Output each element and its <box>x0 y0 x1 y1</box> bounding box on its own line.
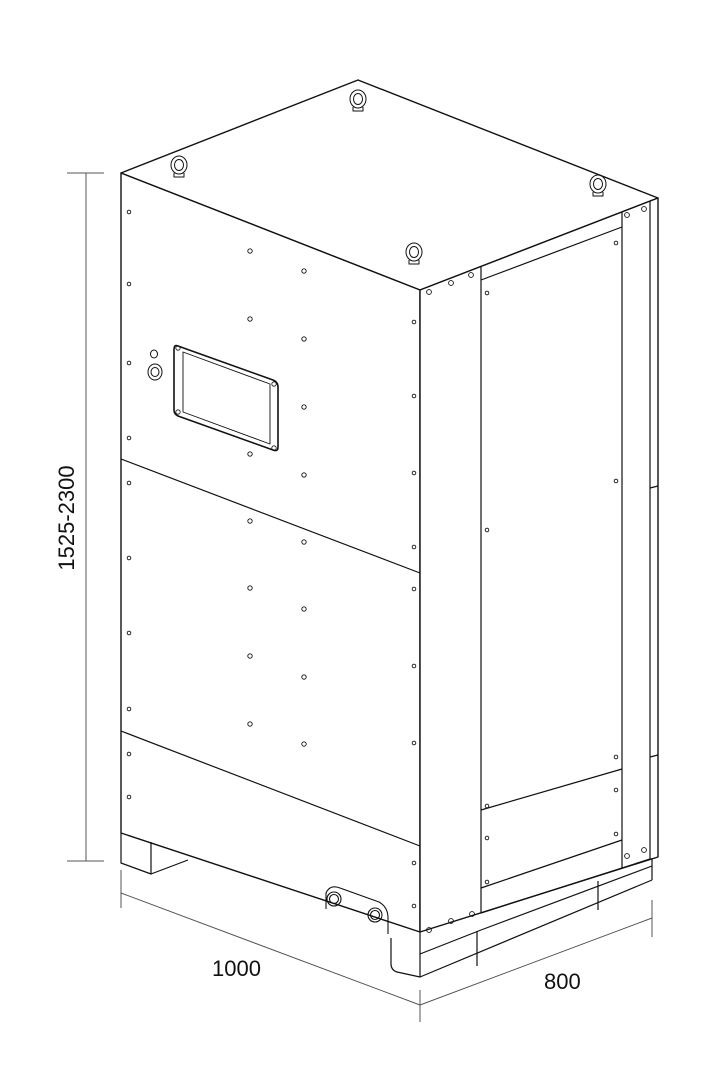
depth-dimension-line <box>419 900 653 1006</box>
width-dimension-label: 1000 <box>212 956 261 981</box>
front-face <box>120 172 421 933</box>
display-window-icon <box>173 344 279 452</box>
height-dimension-label: 1525-2300 <box>54 465 79 571</box>
lifting-eye-icon <box>170 89 607 265</box>
side-face <box>419 197 659 933</box>
base-plinth <box>120 833 653 978</box>
indicator-button-icon <box>147 349 163 381</box>
height-dimension-line <box>67 172 104 862</box>
cable-gland-icon <box>325 886 389 934</box>
width-dimension-line <box>120 870 421 1022</box>
front-panel-split-1 <box>120 458 421 574</box>
front-panel-split-2 <box>120 730 421 847</box>
depth-dimension-label: 800 <box>544 969 581 994</box>
screw-hole-icon <box>126 206 647 933</box>
